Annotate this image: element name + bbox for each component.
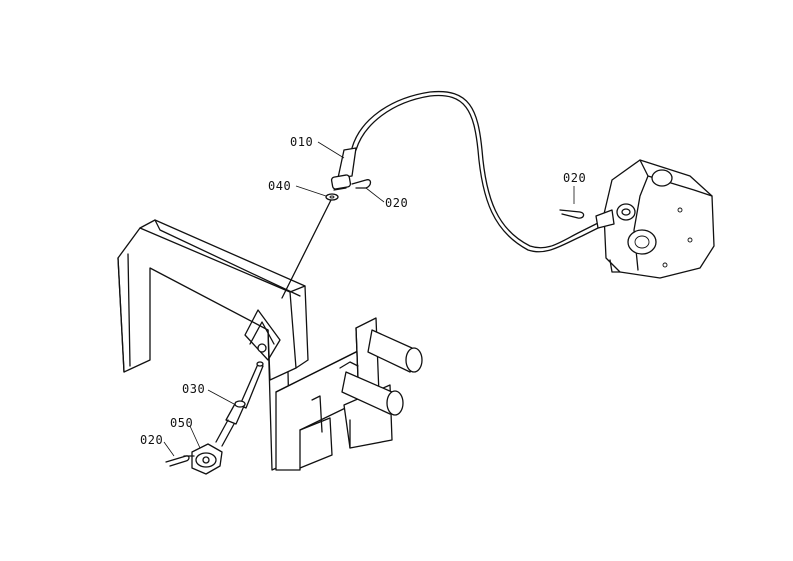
label-040: 040 xyxy=(268,179,291,193)
cable-rod-030 xyxy=(215,361,264,447)
label-010: 010 xyxy=(290,135,313,149)
leader-lines xyxy=(163,141,575,457)
cotter-pin-020-top xyxy=(351,179,372,189)
pedal-linkage xyxy=(275,317,423,471)
control-cable xyxy=(351,90,603,253)
washer-040 xyxy=(325,193,339,201)
cable-sleeve-010 xyxy=(330,147,357,191)
frame-bracket xyxy=(117,219,309,471)
label-020-bottom: 020 xyxy=(140,433,163,447)
cotter-pin-020-right xyxy=(559,209,585,219)
label-020-right: 020 xyxy=(563,171,586,185)
cable-clamp-050 xyxy=(183,443,223,475)
label-050: 050 xyxy=(170,416,193,430)
gearbox-housing xyxy=(595,159,715,279)
label-030: 030 xyxy=(182,382,205,396)
cable-lower xyxy=(281,197,333,299)
cotter-pin-020-bottom xyxy=(165,455,190,467)
label-020-top: 020 xyxy=(385,196,408,210)
